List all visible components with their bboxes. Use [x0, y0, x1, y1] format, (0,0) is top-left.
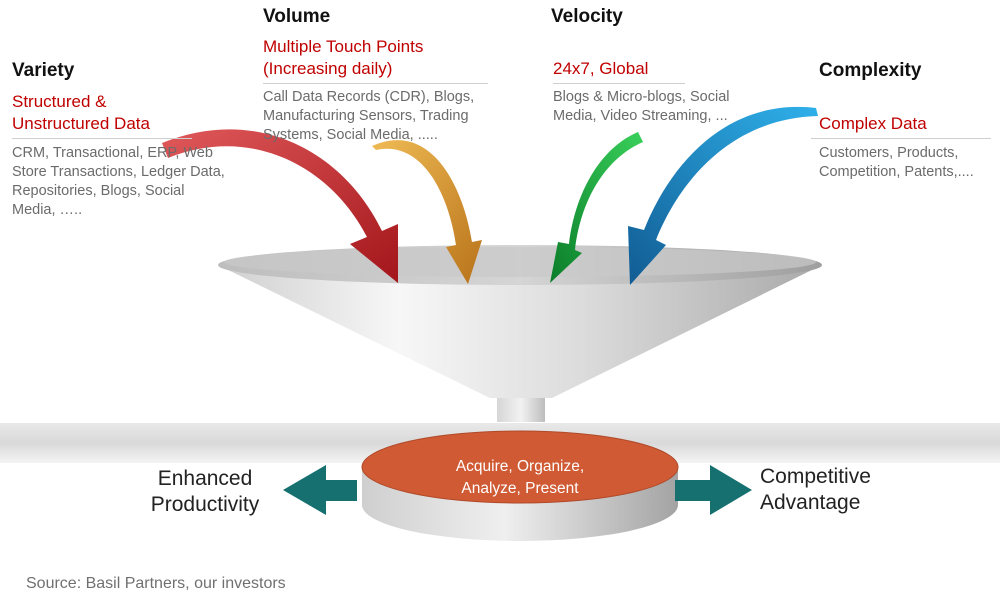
- volume-divider: [263, 83, 488, 84]
- volume-title: Volume: [263, 6, 331, 27]
- complexity-title: Complexity: [819, 60, 922, 81]
- complexity-divider: [811, 138, 991, 139]
- volume-details: Call Data Records (CDR), Blogs, Manufact…: [263, 89, 475, 143]
- complexity-arrow: [628, 106, 818, 285]
- volume-arrow: [372, 140, 482, 284]
- left-arrow: [283, 465, 357, 515]
- funnel-cone: [218, 265, 822, 398]
- variety-title: Variety: [12, 60, 75, 81]
- velocity-title: Velocity: [551, 6, 623, 27]
- variety-divider: [12, 138, 192, 139]
- velocity-divider: [553, 83, 685, 84]
- outcome-advantage: Competitive Advantage: [760, 465, 871, 514]
- complexity-subtitle: Complex Data: [819, 114, 927, 133]
- complexity-details: Customers, Products, Competition, Patent…: [819, 145, 974, 180]
- velocity-details: Blogs & Micro-blogs, Social Media, Video…: [553, 89, 730, 124]
- velocity-subtitle: 24x7, Global: [553, 59, 649, 78]
- right-arrow: [675, 465, 752, 515]
- variety-arrow: [162, 129, 398, 283]
- velocity-arrow: [550, 132, 643, 283]
- volume-subtitle: Multiple Touch Points (Increasing daily): [263, 37, 424, 78]
- process-disc: [361, 430, 679, 504]
- source-note: Source: Basil Partners, our investors: [26, 575, 286, 592]
- variety-subtitle: Structured & Unstructured Data: [12, 92, 150, 133]
- variety-details: CRM, Transactional, ERP, Web Store Trans…: [12, 145, 225, 218]
- outcome-productivity: Enhanced Productivity: [150, 467, 260, 516]
- process-label: Acquire, Organize, Analyze, Present: [455, 458, 585, 497]
